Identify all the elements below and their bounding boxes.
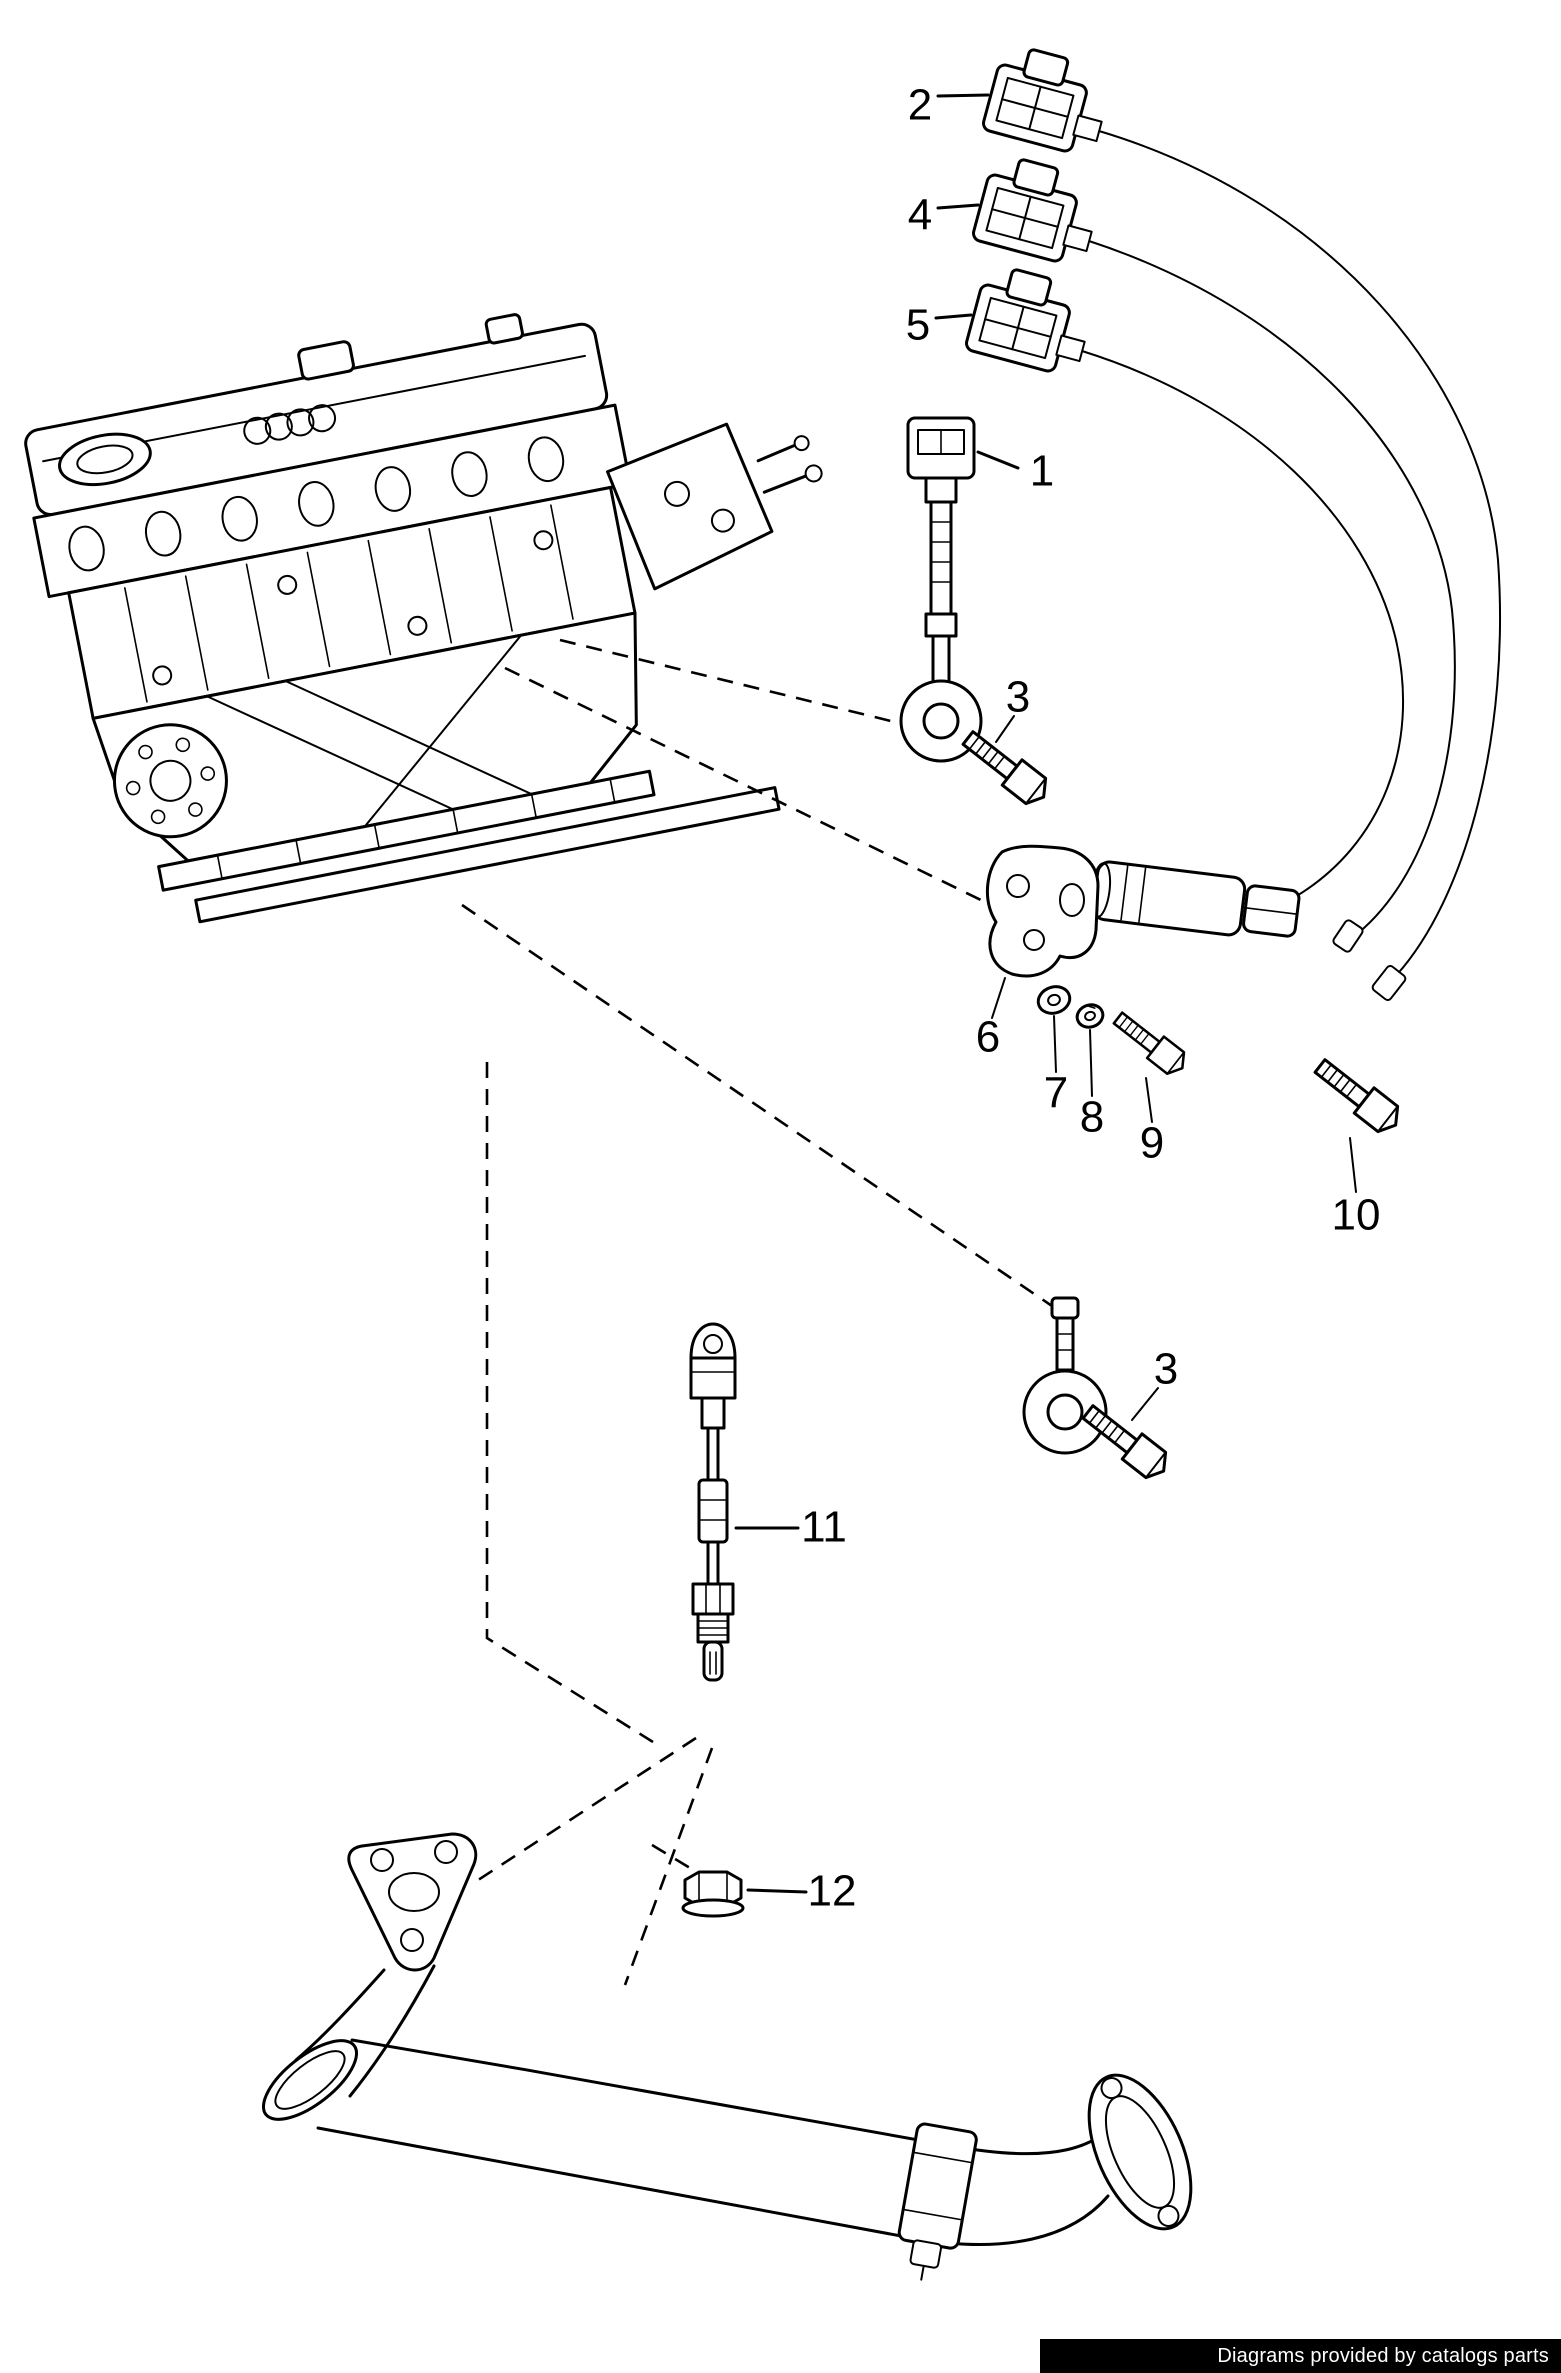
callout-8-leader — [1089, 1029, 1093, 1097]
rail-hatch — [216, 778, 616, 880]
callout-10-leader — [1349, 1137, 1357, 1193]
callout-4-leader — [936, 203, 980, 210]
callout-1-leader — [976, 450, 1020, 470]
oil-filler-cap — [58, 432, 152, 487]
lambda-probe-11 — [689, 1322, 737, 1682]
callout-3-lower: 3 — [1154, 1345, 1178, 1394]
mounting-bracket-plate — [606, 422, 774, 591]
callout-2-leader — [936, 93, 990, 98]
oil-pan-rail-lower — [194, 786, 781, 924]
knock-sensor — [1022, 1296, 1108, 1455]
hex-bolt-10 — [1308, 1051, 1407, 1140]
bracket-hole — [710, 508, 735, 533]
callout-5-leader — [934, 313, 973, 320]
connector-plug-5 — [963, 260, 1100, 380]
reference-line — [485, 1062, 654, 1744]
callout-9-leader — [1145, 1077, 1153, 1123]
breather-stub — [484, 313, 524, 345]
exhaust-flange-upper — [347, 1832, 478, 1972]
engine-assembly — [24, 313, 823, 924]
callout-3-upper: 3 — [1006, 673, 1030, 722]
spring-washer-8 — [1075, 1003, 1105, 1029]
block-ribs — [124, 504, 574, 703]
callout-1: 1 — [1030, 447, 1054, 496]
exhaust-clamp — [897, 2122, 978, 2281]
callout-6-leader — [991, 977, 1006, 1019]
block-bosses — [152, 530, 554, 686]
cover-cap — [297, 340, 355, 381]
oil-filler-cap-inner — [76, 444, 134, 475]
callout-2: 2 — [908, 81, 932, 130]
callout-12: 12 — [808, 1867, 857, 1916]
callout-3-upper-leader — [995, 715, 1015, 743]
callout-6: 6 — [976, 1013, 1000, 1062]
sensor-bracket-6 — [985, 844, 1100, 978]
connector-plug-2 — [980, 40, 1117, 160]
head-ports — [68, 436, 565, 572]
sensor-cable-2 — [1098, 130, 1501, 981]
callout-8: 8 — [1080, 1093, 1104, 1142]
callout-11: 11 — [801, 1503, 847, 1552]
callout-3-lower-leader — [1131, 1387, 1159, 1421]
callout-9: 9 — [1140, 1119, 1164, 1168]
cable-terminal — [1332, 919, 1364, 953]
hex-nut-12 — [681, 1870, 745, 1918]
reference-line — [471, 1736, 697, 1886]
water-pump-flange-bore — [149, 759, 192, 802]
reference-line — [651, 1843, 701, 1876]
exhaust-flange-right — [1087, 2073, 1193, 2231]
bracket-hole — [664, 480, 691, 507]
water-pump-flange — [112, 723, 228, 839]
callout-12-leader — [746, 1888, 808, 1894]
exhaust-pipe-main — [316, 2038, 1128, 2247]
reference-line — [461, 903, 1053, 1308]
watermark-text: Diagrams provided by catalogs parts — [1217, 2344, 1549, 2367]
speed-sensor-1 — [899, 416, 983, 763]
hex-bolt-9 — [1108, 1006, 1192, 1081]
reference-line — [623, 1747, 714, 1986]
callout-7: 7 — [1044, 1069, 1068, 1118]
exhaust-downpipe — [261, 1964, 436, 2121]
bracket-studs — [756, 435, 823, 494]
callout-5: 5 — [906, 301, 930, 350]
block-struts — [205, 634, 533, 828]
watermark-bar: Diagrams provided by catalogs parts — [1040, 2339, 1561, 2373]
sensor-cable-4 — [1088, 240, 1456, 939]
callout-10: 10 — [1332, 1191, 1381, 1240]
connector-plug-4 — [970, 150, 1107, 270]
callout-7-leader — [1053, 1015, 1057, 1073]
cable-terminal — [1371, 965, 1407, 1001]
washer-7 — [1036, 985, 1072, 1015]
pulse-sensor-body — [1090, 860, 1301, 938]
reference-line — [504, 666, 986, 904]
callout-4: 4 — [908, 191, 932, 240]
brand-rings — [243, 404, 337, 445]
sensor-cable-5 — [1081, 350, 1404, 898]
flange-bolt-holes — [125, 737, 216, 825]
reference-line — [559, 638, 896, 724]
oil-pan-rail-upper — [157, 769, 656, 892]
hex-bolt-3-upper — [956, 723, 1055, 812]
